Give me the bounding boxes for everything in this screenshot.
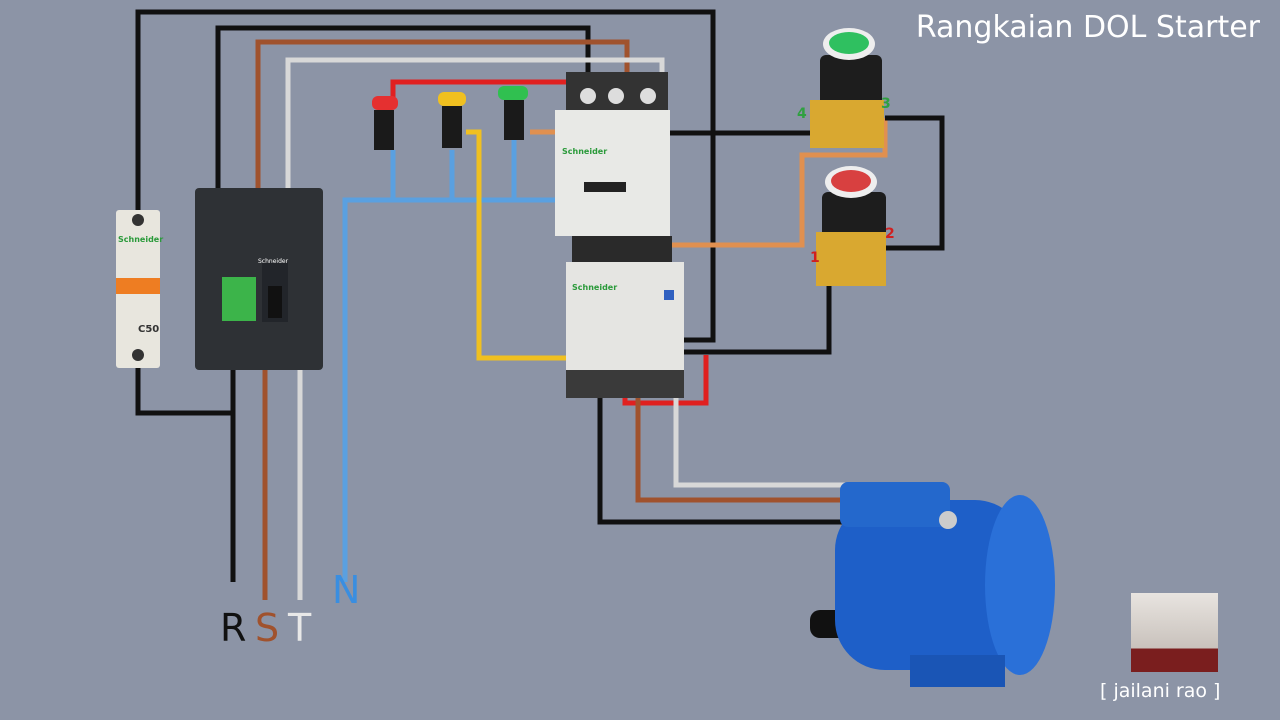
- phase-label-t: T: [288, 606, 312, 650]
- phase-label-s: S: [255, 606, 280, 650]
- overload-relay: [566, 262, 684, 398]
- wire-black-buttons: [885, 115, 945, 251]
- wire-black-stop-ol: [668, 262, 832, 355]
- pilot-lamp-yellow: [438, 92, 466, 148]
- stop-terminal-2: 2: [885, 226, 895, 242]
- mcb-brand: Schneider: [118, 235, 164, 244]
- credit-text: [ jailani rao ]: [1100, 680, 1221, 702]
- phase-label-n: N: [332, 568, 361, 612]
- pilot-lamp-red: [372, 96, 398, 150]
- wire-brown-motor: [635, 390, 852, 503]
- page-title: Rangkaian DOL Starter: [915, 10, 1260, 45]
- contactor-brand: Schneider: [562, 147, 608, 156]
- contactor: [555, 72, 672, 262]
- wire-grey-motor: [673, 390, 862, 488]
- wire-yellow: [466, 129, 582, 361]
- wire-black-motor: [597, 390, 842, 525]
- start-button[interactable]: [810, 28, 884, 148]
- electric-motor: [810, 482, 1055, 687]
- overload-brand: Schneider: [572, 283, 618, 292]
- mccb-brand: Schneider: [258, 258, 289, 265]
- avatar: [1131, 593, 1218, 672]
- stop-button[interactable]: [816, 166, 886, 286]
- stop-terminal-1: 1: [810, 250, 820, 266]
- phase-label-r: R: [220, 606, 247, 650]
- wire-black-mcb-out: [135, 360, 233, 416]
- start-terminal-3: 3: [881, 96, 891, 112]
- wire-grey-t: [285, 57, 665, 192]
- mcb-rating: C50: [138, 324, 160, 335]
- start-terminal-4: 4: [797, 106, 807, 122]
- pilot-lamp-green: [498, 86, 528, 140]
- wire-black-r: [215, 25, 591, 192]
- mcb-breaker: [116, 210, 160, 368]
- mccb-breaker: [195, 188, 323, 370]
